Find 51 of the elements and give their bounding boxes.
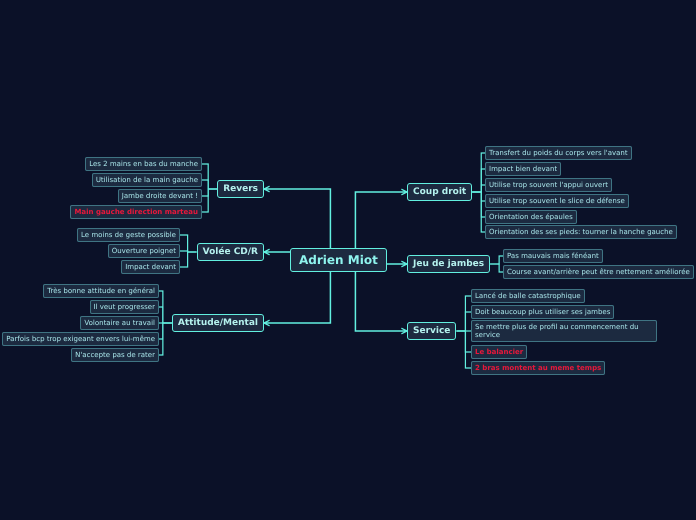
subtopic-card	[471, 320, 657, 342]
arrow	[263, 186, 332, 248]
subtopic-card	[503, 265, 694, 279]
main-topic	[196, 243, 264, 261]
subtopic-card	[90, 300, 159, 314]
central-topic	[290, 248, 387, 272]
main-topic	[407, 183, 472, 201]
arrow	[354, 188, 408, 248]
subtopic-card	[485, 194, 629, 208]
topic-text: Coup droit	[413, 187, 466, 197]
arrow	[354, 272, 408, 334]
main-topic	[217, 180, 264, 198]
subtopic-card	[503, 249, 603, 263]
connector-line	[180, 251, 197, 268]
subtopic-card	[43, 284, 159, 298]
connector-line	[472, 191, 485, 233]
connector-line	[159, 322, 172, 356]
subtopic-card	[77, 228, 180, 242]
arrow	[386, 260, 408, 268]
subtopic-card	[471, 361, 606, 375]
main-topic	[172, 314, 264, 332]
connector-line	[456, 330, 471, 369]
subtopic-card	[485, 225, 677, 239]
subtopic-card	[2, 332, 159, 346]
topic-text: Volée CD/R	[202, 247, 258, 257]
subtopic-card	[485, 178, 612, 192]
topic-text: Jeu de jambes	[413, 259, 484, 269]
subtopic-card	[70, 205, 202, 219]
topic-text: Revers	[223, 184, 258, 194]
subtopic-card	[80, 316, 159, 330]
topic-text: Adrien Miot	[299, 253, 378, 267]
subtopic-card	[471, 289, 585, 303]
main-topic	[407, 255, 490, 273]
subtopic-card	[85, 157, 202, 171]
main-topic	[407, 322, 456, 340]
subtopic-card	[485, 162, 562, 176]
topic-text: Service	[413, 326, 450, 336]
subtopic-card	[108, 244, 180, 258]
arrow	[263, 272, 332, 326]
subtopic-card	[92, 173, 202, 187]
topic-text: Attitude/Mental	[178, 318, 258, 328]
connector-line	[202, 188, 218, 213]
connector-line	[490, 263, 503, 273]
subtopic-card	[121, 260, 180, 274]
subtopic-card	[471, 345, 528, 359]
subtopic-card	[485, 210, 577, 224]
subtopic-card	[71, 348, 159, 362]
arrow	[263, 248, 290, 256]
subtopic-card	[471, 305, 614, 319]
subtopic-card	[118, 189, 202, 203]
subtopic-card	[485, 146, 632, 160]
